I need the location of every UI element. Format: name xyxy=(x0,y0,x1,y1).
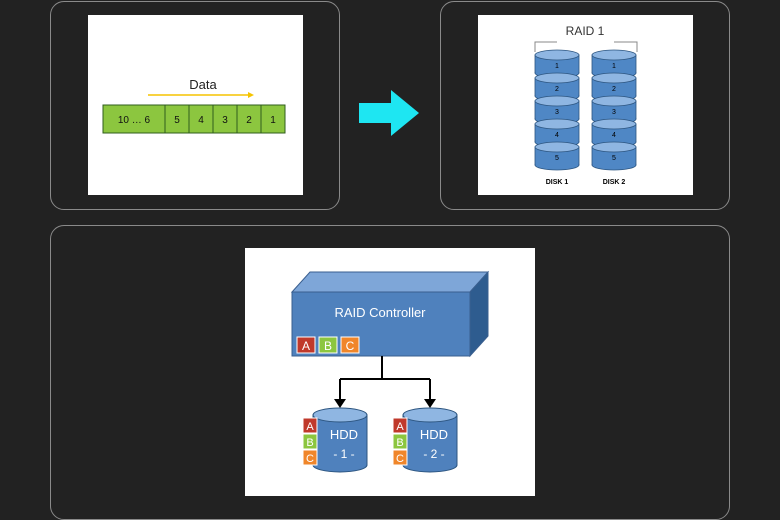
disk-block-fill xyxy=(535,125,579,142)
hdd-block-letter: A xyxy=(396,421,404,433)
hdd-index: - 2 - xyxy=(423,447,444,461)
disk-block-fill xyxy=(592,125,636,142)
disk-block-fill xyxy=(592,56,636,73)
disk-block-fill xyxy=(535,148,579,165)
data-cell xyxy=(188,104,214,134)
hdd-top xyxy=(312,407,368,423)
disk-block-fill xyxy=(592,148,636,165)
disk-block-label: 4 xyxy=(612,132,616,139)
disk-block-top xyxy=(591,49,637,61)
data-stream-panel xyxy=(50,1,340,210)
hdd-block-letter: A xyxy=(306,421,314,433)
disk-block-label: 1 xyxy=(612,63,616,70)
connector-right-arrowhead xyxy=(424,399,436,408)
disk-block-top xyxy=(591,141,637,153)
hdd-body-fill xyxy=(403,416,457,465)
hdd-block xyxy=(392,417,408,434)
hdd: HDD - 1 - ABC xyxy=(302,407,368,473)
data-cell-label: 2 xyxy=(246,115,252,126)
raid1-bracket-left xyxy=(534,41,557,52)
raid1-panel xyxy=(440,1,730,210)
data-stream-diagram: Data 10 … 6 5 4 3 2 1 xyxy=(102,77,286,134)
data-cell xyxy=(260,104,286,134)
data-cell-label: 3 xyxy=(222,115,228,126)
disk-block-top xyxy=(534,141,580,153)
controller-block xyxy=(318,336,338,354)
disk-block-top xyxy=(534,118,580,130)
controller-block-letter: B xyxy=(324,339,332,353)
connector-left-arrowhead xyxy=(334,399,346,408)
disk-block-label: 5 xyxy=(612,155,616,162)
hdd-top xyxy=(402,407,458,423)
hdd: HDD - 2 - ABC xyxy=(392,407,458,473)
hdd-block-letter: B xyxy=(306,437,313,449)
hdd-block-letter: C xyxy=(396,453,404,465)
disk-label: DISK 2 xyxy=(603,179,626,186)
hdd-name: HDD xyxy=(420,427,448,442)
disk-block-top xyxy=(591,118,637,130)
controller-block-letter: C xyxy=(346,339,355,353)
data-stream-card: Data 10 … 6 5 4 3 2 1 xyxy=(88,15,303,195)
data-cell-label: 5 xyxy=(174,115,180,126)
disk-block-fill xyxy=(535,102,579,119)
data-cell-label: 10 … 6 xyxy=(118,115,151,126)
controller-block xyxy=(296,336,316,354)
disk-block-label: 4 xyxy=(555,132,559,139)
raid1-bracket-right xyxy=(614,41,638,52)
disk-block-top xyxy=(534,49,580,61)
hdd-block xyxy=(392,433,408,450)
data-cells: 10 … 6 5 4 3 2 1 xyxy=(102,104,286,134)
disk-block-label: 5 xyxy=(555,155,559,162)
data-cell xyxy=(102,104,166,134)
hdd-block xyxy=(302,417,318,434)
hdd-block-letter: B xyxy=(396,437,403,449)
data-cell xyxy=(236,104,262,134)
data-direction-arrowhead xyxy=(248,92,254,98)
disk-block-label: 2 xyxy=(555,86,559,93)
disk-block-fill xyxy=(535,79,579,96)
hdd-block-letter: C xyxy=(306,453,314,465)
hdd-block xyxy=(302,433,318,450)
disk-block-top xyxy=(534,72,580,84)
hdd-index: - 1 - xyxy=(333,447,354,461)
controller-block xyxy=(340,336,360,354)
disk-block-label: 1 xyxy=(555,63,559,70)
disk-block-fill xyxy=(535,56,579,73)
disk-block-label: 2 xyxy=(612,86,616,93)
data-cell-label: 1 xyxy=(270,115,276,126)
disk-label: DISK 1 xyxy=(546,179,569,186)
disk-block-label: 3 xyxy=(555,109,559,116)
disk-block-top xyxy=(534,95,580,107)
hdd-block xyxy=(302,449,318,466)
right-arrow-icon xyxy=(359,90,419,136)
disk-block-fill xyxy=(592,102,636,119)
disk-block-top xyxy=(591,72,637,84)
controller-title: RAID Controller xyxy=(334,305,426,320)
disk-block-label: 3 xyxy=(612,109,616,116)
data-cell-label: 4 xyxy=(198,115,204,126)
data-label: Data xyxy=(189,77,217,92)
raid1-title: RAID 1 xyxy=(566,24,605,38)
hdd-body-fill xyxy=(313,416,367,465)
disk-block-fill xyxy=(592,79,636,96)
disk-block-top xyxy=(591,95,637,107)
controller-block-letter: A xyxy=(302,339,310,353)
hdd-name: HDD xyxy=(330,427,358,442)
controller-box-top xyxy=(290,271,490,293)
hdd-block xyxy=(392,449,408,466)
